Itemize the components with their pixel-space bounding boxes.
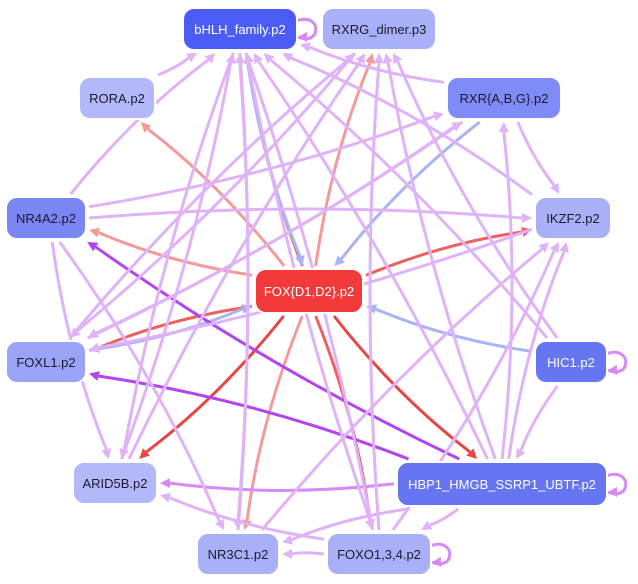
edge-bhlh-to-arid5b — [119, 52, 235, 459]
edge-foxd-to-nr4a2 — [89, 227, 253, 277]
edge-arid5b-to-rxrg — [127, 53, 366, 460]
edge-bhlh-to-bhlh — [295, 17, 318, 42]
edge-hic1-to-rxrg — [392, 53, 559, 339]
node-foxl1[interactable]: FOXL1.p2 — [5, 340, 87, 384]
node-foxo134[interactable]: FOXO1,3,4.p2 — [326, 532, 432, 576]
edge-rxrabg-to-ikzf2 — [516, 121, 560, 194]
edge-foxo-to-nr3c1 — [282, 549, 325, 559]
edge-hbp1-to-hbp1 — [605, 472, 628, 497]
edge-foxd-to-arid5b — [139, 315, 285, 459]
edge-hbp1-to-ikzf2 — [507, 242, 569, 460]
edge-nr4a2-to-ikzf2 — [88, 207, 532, 223]
edge-rxrabg-to-bhlh — [300, 42, 445, 84]
node-arid5b[interactable]: ARID5B.p2 — [72, 461, 158, 505]
node-hic1[interactable]: HIC1.p2 — [534, 340, 608, 384]
edge-foxl1-to-rxrabg — [86, 122, 463, 340]
edge-rxrabg-to-foxd — [334, 120, 481, 266]
edge-foxo-to-rxrg — [368, 53, 384, 531]
node-bhlh-family[interactable]: bHLH_family.p2 — [182, 7, 298, 51]
edge-hic1-to-foxd — [366, 304, 533, 353]
edge-rxrg-to-foxl1 — [70, 52, 357, 338]
edge-foxd-to-rora — [140, 122, 286, 267]
node-rora[interactable]: RORA.p2 — [78, 76, 156, 120]
edge-ikzf2-to-bhlh — [282, 53, 533, 196]
edge-hic1-to-hic1 — [605, 350, 628, 375]
edge-bhlh-to-nr3c1 — [233, 52, 250, 530]
edge-foxo-to-foxo — [429, 542, 452, 567]
edge-nr3c1-to-ikzf2 — [260, 242, 550, 531]
edge-hbp1-to-foxo — [421, 507, 459, 530]
edge-hbp1-to-rxrabg — [498, 122, 514, 460]
node-rxr-abg[interactable]: RXR{A,B,G}.p2 — [446, 76, 562, 120]
edge-nr4a2-to-bhlh — [69, 53, 216, 195]
node-nr4a2[interactable]: NR4A2.p2 — [5, 196, 87, 240]
edge-foxo-to-arid5b — [160, 492, 325, 541]
edge-foxd-to-rxrg — [314, 53, 375, 267]
edge-hbp1-to-bhlh — [253, 53, 489, 460]
edge-foxd-to-hbp1 — [332, 315, 477, 459]
edge-hic1-to-hbp1 — [516, 385, 559, 459]
node-rxrg-dimer[interactable]: RXRG_dimer.p3 — [321, 7, 437, 51]
node-nr3c1[interactable]: NR3C1.p2 — [196, 532, 280, 576]
node-ikzf2[interactable]: IKZF2.p2 — [534, 196, 612, 240]
node-fox-d1-d2[interactable]: FOX{D1,D2}.p2 — [254, 268, 364, 314]
edge-hbp1-to-nr4a2 — [87, 242, 460, 461]
edge-rora-to-bhlh — [157, 53, 198, 77]
edge-nr4a2-to-rxrabg — [88, 111, 444, 209]
node-hbp1-hmgb-ssrp1-ubtf[interactable]: HBP1_HMGB_SSRP1_UBTF.p2 — [396, 461, 608, 507]
